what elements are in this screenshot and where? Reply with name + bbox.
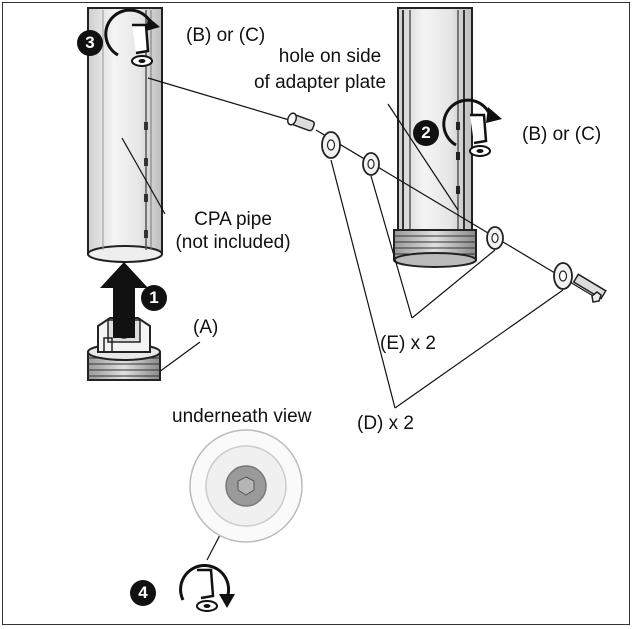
washer-d-label: (D) x 2 (357, 413, 414, 434)
washer-d-2 (553, 262, 573, 290)
hole-label-line2: of adapter plate (253, 72, 387, 93)
allen-key-rotate-icon-step4 (179, 563, 235, 612)
leader-lines (121, 103, 564, 561)
cpa-pipe-left (87, 7, 163, 263)
step-1-badge: 1 (141, 285, 167, 311)
hardware-assembly-line (147, 77, 601, 301)
washer-e-label: (E) x 2 (380, 333, 436, 354)
step-3-badge: 3 (77, 30, 103, 56)
step-2-badge: 2 (413, 120, 439, 146)
pipe-label-line1: CPA pipe (194, 209, 272, 230)
set-screw (286, 112, 315, 132)
allen-key-rotate-icon-step3 (104, 8, 160, 67)
bolt (572, 273, 607, 303)
step-4-badge: 4 (130, 580, 156, 606)
underneath-view (189, 429, 303, 543)
part-a-label: (A) (193, 317, 219, 338)
washer-d-1 (321, 131, 341, 159)
cpa-pipe-right (393, 7, 477, 268)
hole-label-line1: hole on side (278, 46, 382, 67)
step3-tool-label: (B) or (C) (186, 25, 266, 46)
washer-e-1 (362, 152, 380, 176)
underneath-view-label: underneath view (172, 406, 312, 427)
washer-e-2 (486, 226, 504, 250)
lift-arrow-icon (100, 262, 148, 338)
allen-key-rotate-icon-step2 (442, 98, 502, 157)
step2-tool-label: (B) or (C) (522, 124, 602, 145)
pipe-label-line2: (not included) (175, 232, 291, 253)
